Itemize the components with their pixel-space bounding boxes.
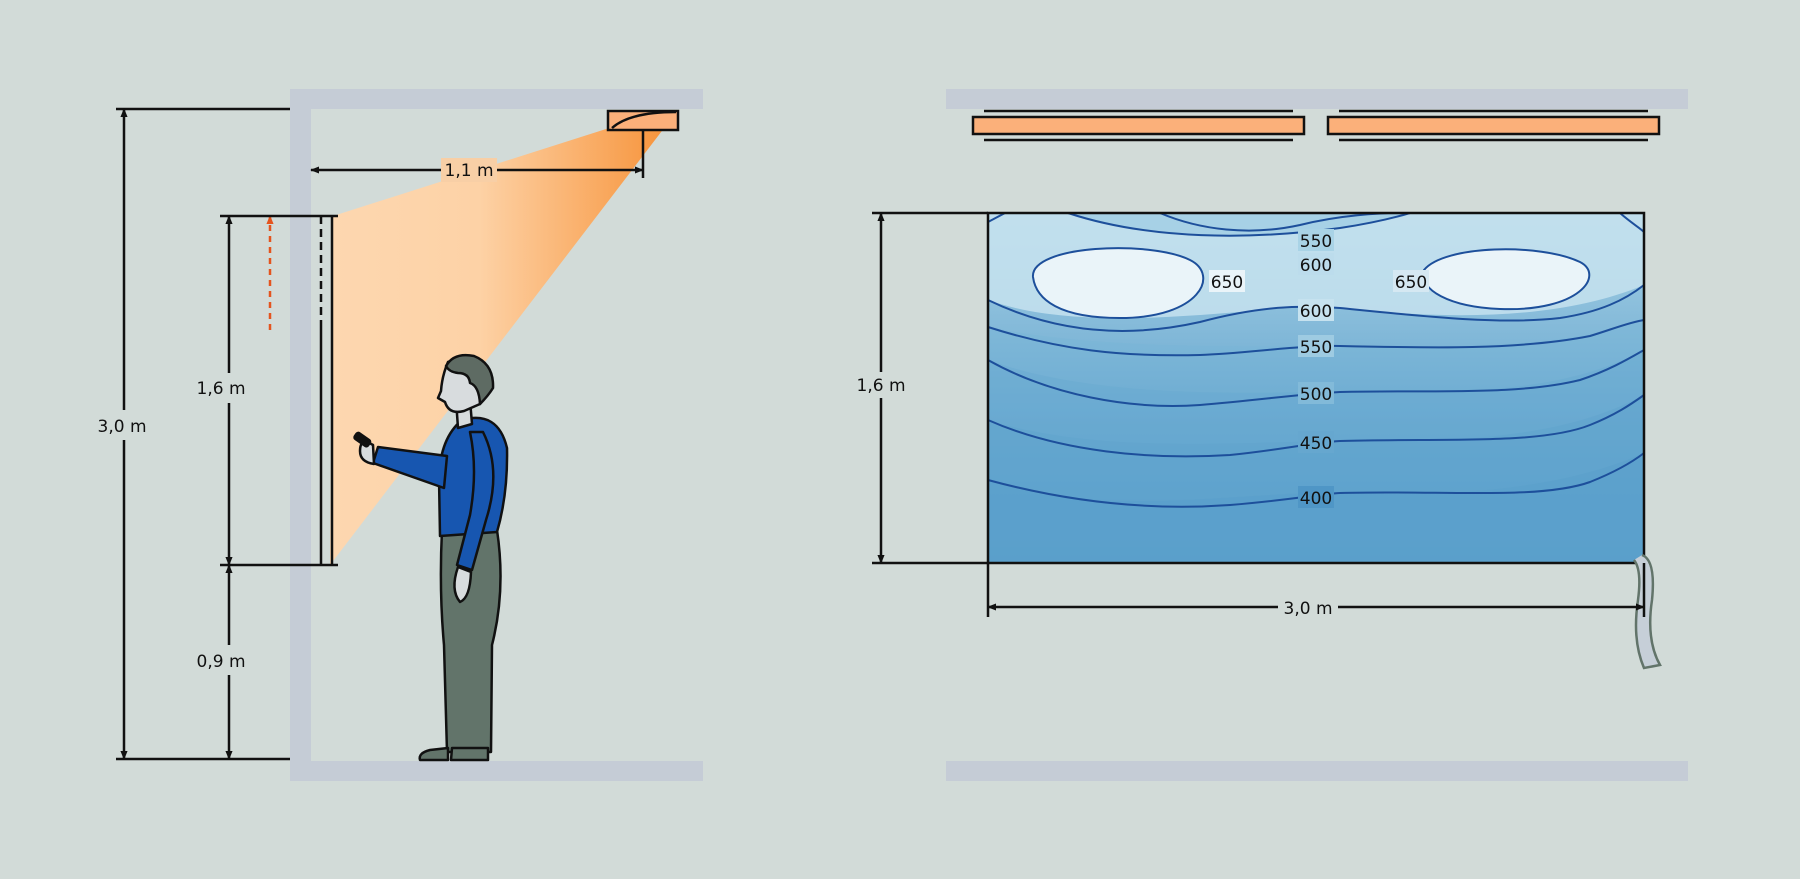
label-mid-550: 550	[1300, 338, 1332, 358]
person-icon	[353, 353, 509, 762]
isolux-board: 550 600 650 650 600 550 500 450 400	[986, 211, 1646, 565]
label-left-650: 650	[1211, 273, 1243, 293]
side-dimensions	[116, 107, 644, 761]
side-ceiling	[290, 89, 703, 109]
label-top-600: 600	[1300, 256, 1332, 276]
dim-board-height-side: 1,6 m	[197, 379, 246, 399]
dim-room-height: 3,0 m	[98, 417, 147, 437]
pull-cord-icon	[1632, 553, 1662, 670]
label-right-650: 650	[1395, 273, 1427, 293]
side-view: 3,0 m 1,6 m 0,9 m 1,1 m	[95, 89, 703, 781]
front-floor	[946, 761, 1688, 781]
side-floor	[290, 761, 703, 781]
label-450: 450	[1300, 434, 1332, 454]
luminaire-right-front	[1326, 109, 1661, 142]
isolux-contours	[987, 212, 1645, 508]
dim-board-width: 3,0 m	[1284, 599, 1333, 619]
remote-control-icon	[353, 431, 372, 448]
dim-light-distance: 1,1 m	[445, 161, 494, 181]
isolux-labels: 550 600 650 650 600 550 500 450 400	[1209, 229, 1429, 509]
label-400: 400	[1300, 489, 1332, 509]
luminaire-left-front	[971, 109, 1306, 142]
label-mid-600: 600	[1300, 302, 1332, 322]
dim-board-height-front: 1,6 m	[857, 376, 906, 396]
label-500: 500	[1300, 385, 1332, 405]
board-side	[319, 216, 334, 565]
label-top-550: 550	[1300, 232, 1332, 252]
dim-board-bottom: 0,9 m	[197, 652, 246, 672]
front-ceiling	[946, 89, 1688, 109]
side-wall	[290, 89, 311, 781]
front-view: 550 600 650 650 600 550 500 450 400	[852, 89, 1688, 781]
